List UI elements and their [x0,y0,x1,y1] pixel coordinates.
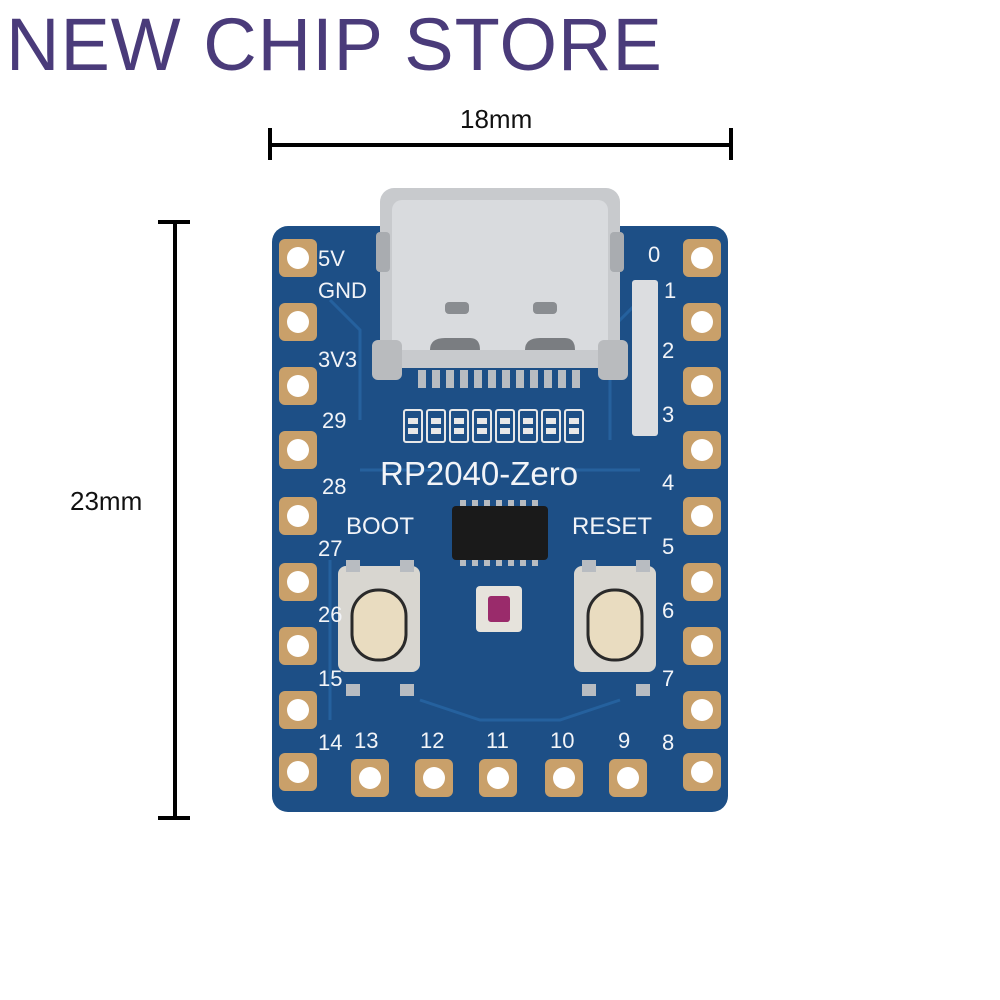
pin-label-bottom: 9 [618,728,630,753]
pin-label-right: 5 [662,534,674,559]
pin-pad [683,753,721,791]
pin-label-bottom: 13 [354,728,378,753]
pin-pad [279,431,317,469]
height-dimension-label: 23mm [70,486,143,516]
pin-label-left: 29 [322,408,346,433]
pin-label-left: 28 [322,474,346,499]
pin-pad [683,497,721,535]
pin-pad [279,691,317,729]
pin-pad [479,759,517,797]
pin-pad [545,759,583,797]
rp2040-chip [452,500,548,566]
pin-label-right: 8 [662,730,674,755]
width-dimension-line [268,128,733,160]
pin-pad [279,563,317,601]
boot-label: BOOT [346,513,414,540]
pin-label-bottom: 11 [486,728,509,753]
pin-label-right: 2 [662,338,674,363]
pin-pad [683,691,721,729]
castellated-pads [279,239,721,797]
pin-pad [279,367,317,405]
pin-pad [683,563,721,601]
pin-pad [683,303,721,341]
pin-pad [683,239,721,277]
reset-label: RESET [572,513,652,540]
pin-label-right: 3 [662,402,674,427]
pin-pad [351,759,389,797]
pin-label-right: 0 [648,242,660,267]
pin-label-left: 26 [318,602,342,627]
boot-button[interactable] [338,560,420,696]
edge-connector-strip [632,280,658,436]
test-pad-row [403,409,584,443]
pin-label-right: 4 [662,470,674,495]
pin-label-right: 7 [662,666,674,691]
pin-pad [279,627,317,665]
pin-pad [683,627,721,665]
pin-pad [279,303,317,341]
pin-pad [683,431,721,469]
pin-label-right: 6 [662,598,674,623]
pin-label-left: 14 [318,730,342,755]
pin-label-left: 15 [318,666,342,691]
reset-button[interactable] [574,560,656,696]
rgb-led [476,586,522,632]
pin-pad [279,753,317,791]
pin-label-bottom: 10 [550,728,574,753]
pin-label-left: GND [318,278,367,303]
height-dimension-line [158,220,190,820]
width-dimension-label: 18mm [460,104,533,134]
pin-pad [415,759,453,797]
store-title: NEW CHIP STORE [6,3,663,86]
pin-label-left: 3V3 [318,347,357,372]
pin-label-right: 1 [664,278,676,303]
pin-pad [279,239,317,277]
pin-label-left: 27 [318,536,342,561]
pin-label-left: 5V [318,246,345,271]
pin-pad [609,759,647,797]
usb-c-connector [372,188,628,388]
pin-pad [683,367,721,405]
board-name-label: RP2040-Zero [380,455,578,492]
pin-pad [279,497,317,535]
pin-label-bottom: 12 [420,728,444,753]
